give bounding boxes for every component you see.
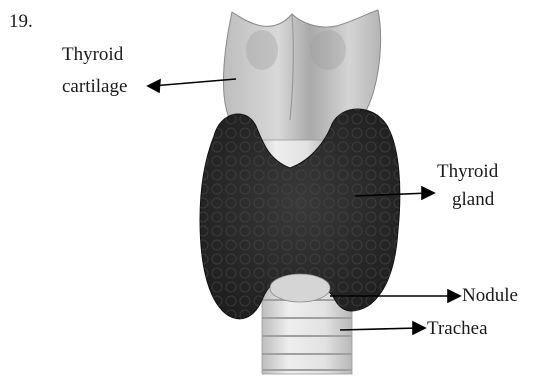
label-thyroid-gland-line1: Thyroid <box>437 160 498 184</box>
label-thyroid-gland-line2: gland <box>452 188 494 212</box>
arrowhead-thyroid-gland <box>422 187 434 199</box>
label-trachea: Trachea <box>427 317 488 341</box>
arrowhead-nodule <box>448 290 460 302</box>
question-number: 19. <box>9 10 33 34</box>
nodule <box>270 274 330 302</box>
label-thyroid-cartilage-line2: cartilage <box>62 75 127 99</box>
arrowhead-trachea <box>413 322 425 334</box>
label-thyroid-cartilage-line1: Thyroid <box>62 43 123 67</box>
arrowhead-thyroid-cartilage <box>148 80 160 92</box>
label-nodule: Nodule <box>462 284 518 308</box>
